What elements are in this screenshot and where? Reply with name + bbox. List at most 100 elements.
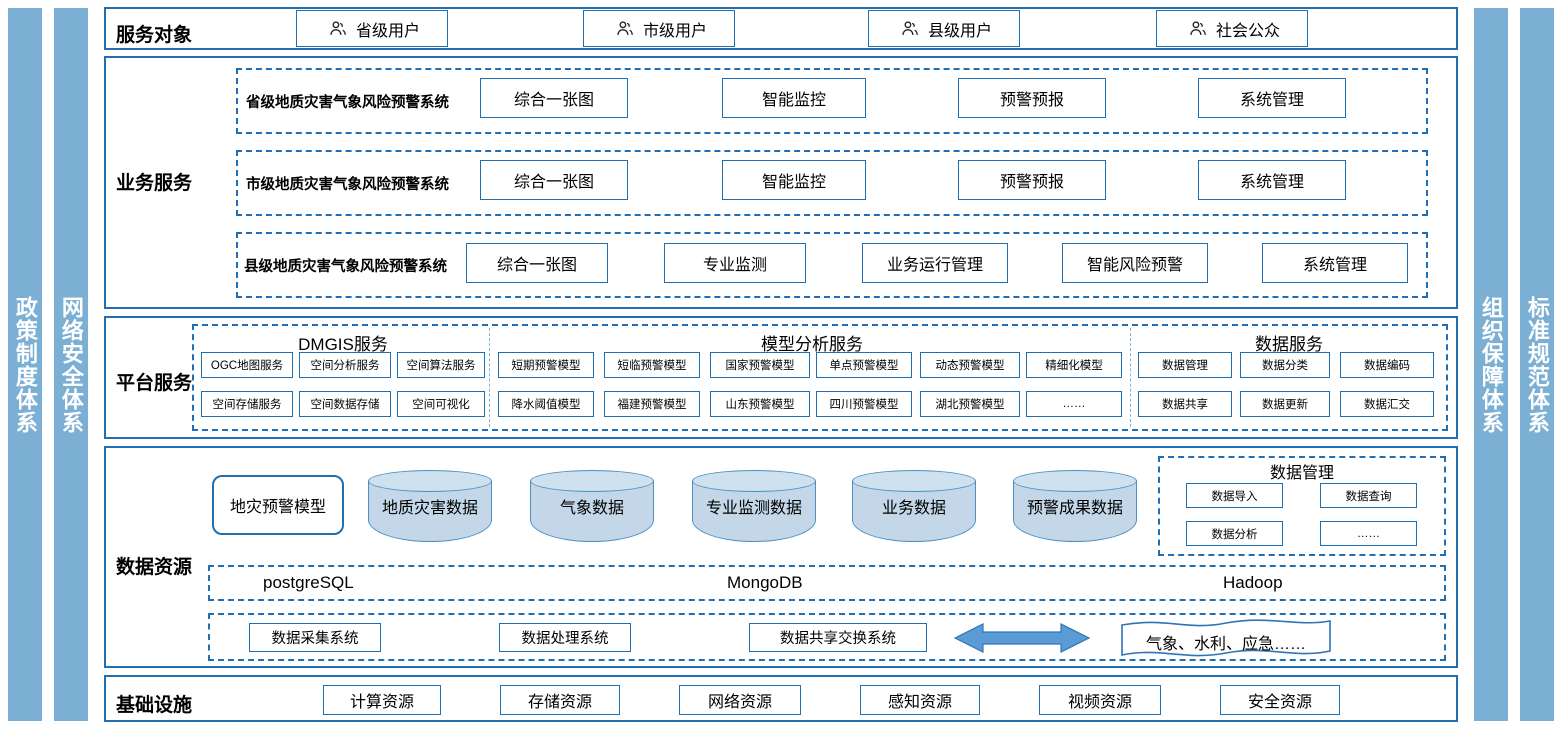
datastore-warning-results[interactable]: 预警成果数据: [1013, 470, 1137, 542]
service-target-municipal-user[interactable]: 市级用户: [583, 10, 735, 47]
infrastructure-label: 基础设施: [116, 695, 193, 716]
data-exchange-system[interactable]: 数据共享交换系统: [749, 623, 927, 652]
infra-item-security[interactable]: 安全资源: [1220, 685, 1340, 715]
data-management-item-1[interactable]: 数据导入: [1186, 483, 1283, 508]
business-row-county: [236, 232, 1428, 298]
data-service-item-1[interactable]: 数据管理: [1138, 352, 1232, 378]
external-departments-flag: 气象、水利、应急……: [1118, 617, 1334, 659]
data-service-item-5[interactable]: 数据更新: [1240, 391, 1330, 417]
datastore-label: 业务数据: [881, 500, 946, 517]
model-item-3[interactable]: 国家预警模型: [710, 352, 810, 378]
business-system-name-provincial: 省级地质灾害气象风险预警系统: [246, 94, 449, 111]
pillar-network-security-system: 网络安全体系: [54, 8, 88, 721]
user-icon: [615, 19, 635, 39]
service-target-label: 县级用户: [927, 22, 992, 40]
service-target-provincial-user[interactable]: 省级用户: [296, 10, 448, 47]
business-module-municipal-2[interactable]: 智能监控: [722, 160, 866, 200]
model-item-9[interactable]: 山东预警模型: [710, 391, 810, 417]
service-targets-label: 服务对象: [116, 25, 193, 46]
data-service-item-4[interactable]: 数据共享: [1138, 391, 1232, 417]
pillar-organization-label: 组织保障体系: [1478, 295, 1504, 434]
service-target-label: 省级用户: [355, 22, 420, 40]
model-item-7[interactable]: 降水阈值模型: [498, 391, 594, 417]
dmgis-item-5[interactable]: 空间数据存储: [299, 391, 391, 417]
dmgis-item-1[interactable]: OGC地图服务: [201, 352, 293, 378]
business-services-label: 业务服务: [116, 173, 193, 194]
datastore-label: 地质灾害数据: [381, 500, 478, 517]
model-item-5[interactable]: 动态预警模型: [920, 352, 1020, 378]
data-service-item-2[interactable]: 数据分类: [1240, 352, 1330, 378]
infra-item-compute[interactable]: 计算资源: [323, 685, 441, 715]
model-item-6[interactable]: 精细化模型: [1026, 352, 1122, 378]
data-service-item-3[interactable]: 数据编码: [1340, 352, 1434, 378]
platform-services-label: 平台服务: [116, 373, 193, 394]
cylinder-top: [852, 470, 976, 492]
datastore-label: 预警成果数据: [1026, 500, 1123, 517]
model-item-8[interactable]: 福建预警模型: [604, 391, 700, 417]
business-module-county-4[interactable]: 智能风险预警: [1062, 243, 1208, 283]
pillar-organization-guarantee-system: 组织保障体系: [1474, 8, 1508, 721]
service-target-county-user[interactable]: 县级用户: [868, 10, 1020, 47]
service-target-label: 社会公众: [1215, 22, 1280, 40]
infra-item-sensing[interactable]: 感知资源: [860, 685, 980, 715]
model-item-12[interactable]: ……: [1026, 391, 1122, 417]
pillar-policy-system: 政策制度体系: [8, 8, 42, 721]
model-item-2[interactable]: 短临预警模型: [604, 352, 700, 378]
business-module-municipal-3[interactable]: 预警预报: [958, 160, 1106, 200]
model-analysis-group-title: 模型分析服务: [761, 335, 863, 354]
database-postgresql: postgreSQL: [263, 573, 354, 592]
dmgis-item-4[interactable]: 空间存储服务: [201, 391, 293, 417]
data-management-item-3[interactable]: 数据分析: [1186, 521, 1283, 546]
platform-divider-2: [1130, 328, 1131, 427]
user-icon: [1188, 19, 1208, 39]
dmgis-item-3[interactable]: 空间算法服务: [397, 352, 485, 378]
business-module-municipal-1[interactable]: 综合一张图: [480, 160, 628, 200]
double-arrow-icon: [953, 623, 1091, 653]
service-target-label: 市级用户: [642, 22, 707, 40]
pillar-standard-label: 标准规范体系: [1524, 295, 1550, 434]
business-module-county-5[interactable]: 系统管理: [1262, 243, 1408, 283]
business-module-county-2[interactable]: 专业监测: [664, 243, 806, 283]
data-processing-system[interactable]: 数据处理系统: [499, 623, 631, 652]
datastore-meteorology[interactable]: 气象数据: [530, 470, 654, 542]
data-service-group-title: 数据服务: [1255, 335, 1323, 354]
model-item-10[interactable]: 四川预警模型: [816, 391, 912, 417]
datastore-business[interactable]: 业务数据: [852, 470, 976, 542]
datastore-geohazard[interactable]: 地质灾害数据: [368, 470, 492, 542]
infra-item-video[interactable]: 视频资源: [1039, 685, 1161, 715]
dmgis-group-title: DMGIS服务: [298, 335, 388, 354]
datastore-label: 气象数据: [559, 500, 624, 517]
databases-strip: [208, 565, 1446, 601]
dmgis-item-6[interactable]: 空间可视化: [397, 391, 485, 417]
model-item-11[interactable]: 湖北预警模型: [920, 391, 1020, 417]
database-mongodb: MongoDB: [727, 573, 803, 592]
pillar-standard-specification-system: 标准规范体系: [1520, 8, 1554, 721]
business-module-provincial-4[interactable]: 系统管理: [1198, 78, 1346, 118]
data-service-item-6[interactable]: 数据汇交: [1340, 391, 1434, 417]
business-module-municipal-4[interactable]: 系统管理: [1198, 160, 1346, 200]
infra-item-storage[interactable]: 存储资源: [500, 685, 620, 715]
data-management-item-2[interactable]: 数据查询: [1320, 483, 1417, 508]
data-collection-system[interactable]: 数据采集系统: [249, 623, 381, 652]
business-module-county-1[interactable]: 综合一张图: [466, 243, 608, 283]
business-module-provincial-3[interactable]: 预警预报: [958, 78, 1106, 118]
business-module-provincial-2[interactable]: 智能监控: [722, 78, 866, 118]
model-item-4[interactable]: 单点预警模型: [816, 352, 912, 378]
dmgis-item-2[interactable]: 空间分析服务: [299, 352, 391, 378]
infra-item-network[interactable]: 网络资源: [679, 685, 801, 715]
business-system-name-county: 县级地质灾害气象风险预警系统: [244, 258, 447, 275]
business-module-provincial-1[interactable]: 综合一张图: [480, 78, 628, 118]
database-hadoop: Hadoop: [1223, 573, 1283, 592]
datastore-professional-monitoring[interactable]: 专业监测数据: [692, 470, 816, 542]
pillar-network-security-label: 网络安全体系: [58, 295, 84, 434]
business-module-county-3[interactable]: 业务运行管理: [862, 243, 1008, 283]
model-box-disaster-warning[interactable]: 地灾预警模型: [212, 475, 344, 535]
external-departments-label: 气象、水利、应急……: [1145, 636, 1306, 653]
data-management-item-4[interactable]: ……: [1320, 521, 1417, 546]
user-icon: [900, 19, 920, 39]
service-target-public[interactable]: 社会公众: [1156, 10, 1308, 47]
model-item-1[interactable]: 短期预警模型: [498, 352, 594, 378]
cylinder-top: [1013, 470, 1137, 492]
pillar-policy-label: 政策制度体系: [12, 295, 38, 434]
